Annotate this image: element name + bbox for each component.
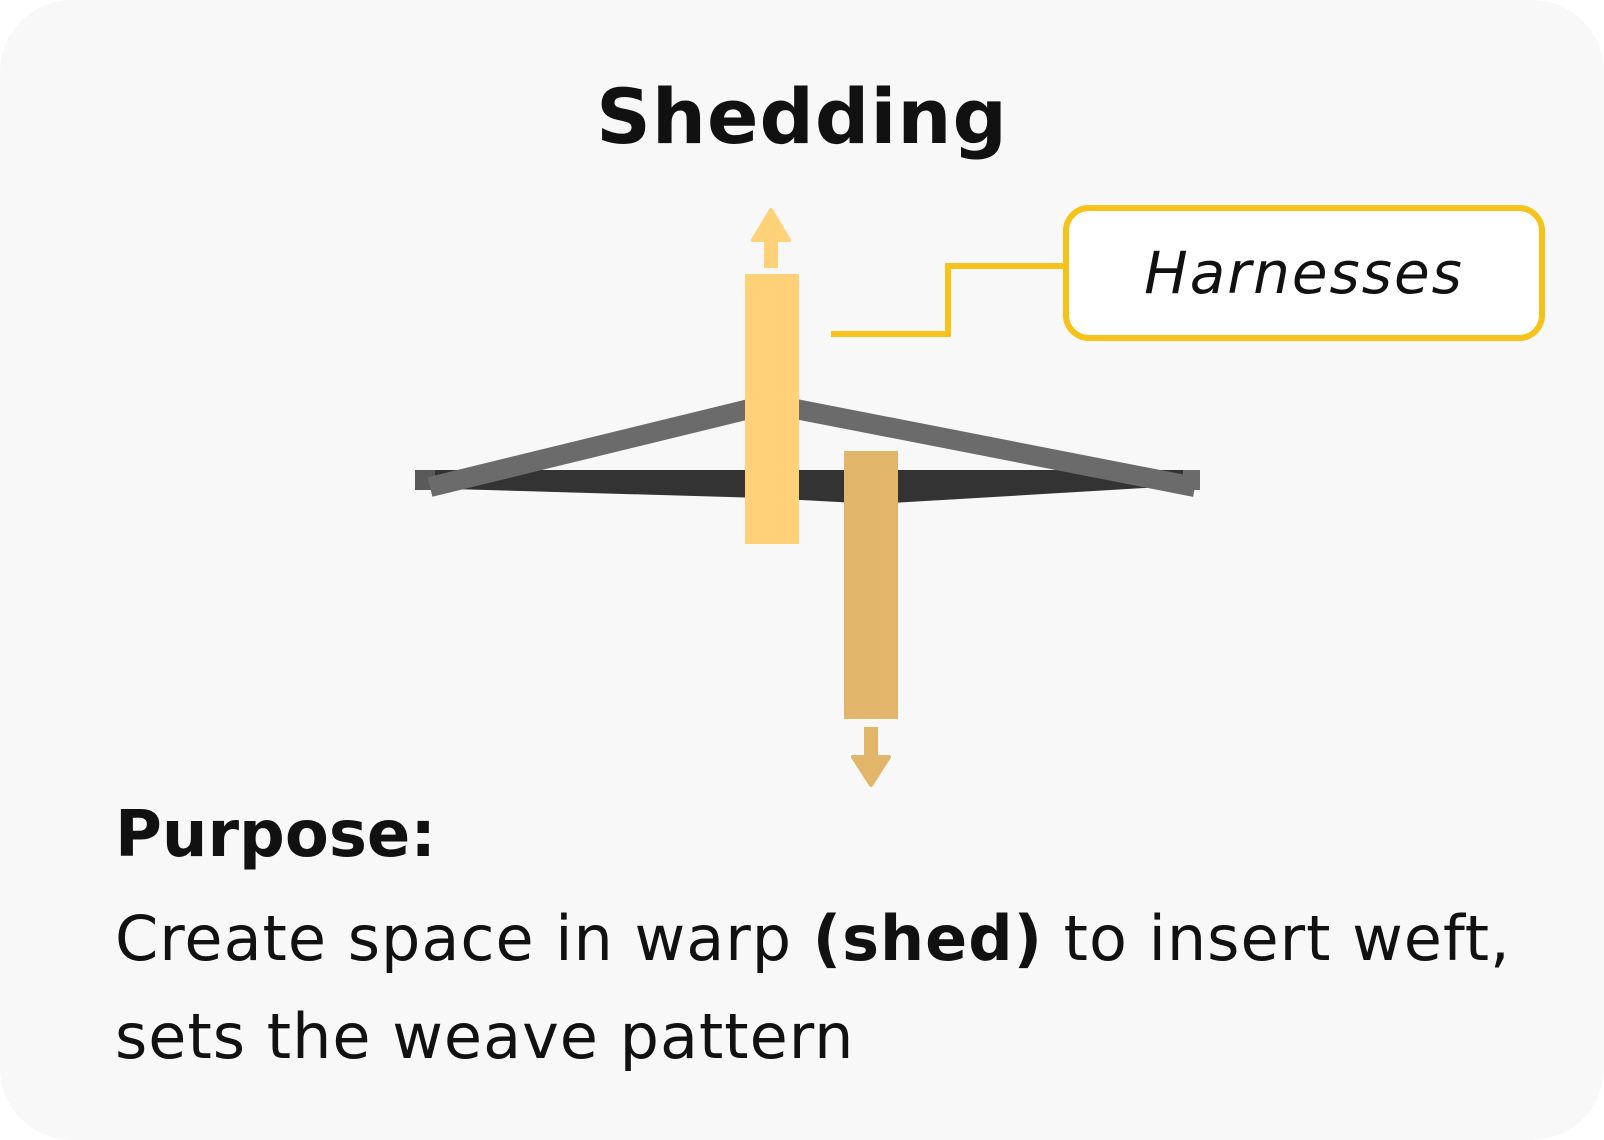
arrow-up-icon — [751, 208, 791, 268]
lowered-harness — [844, 451, 898, 719]
diagram-title: Shedding — [596, 72, 1008, 161]
purpose-heading: Purpose: — [115, 798, 436, 872]
harnesses-callout: Harnesses — [1063, 205, 1545, 341]
purpose-bold-term: shed — [842, 902, 1014, 975]
raised-harness — [745, 274, 799, 544]
purpose-open-paren: ( — [812, 902, 843, 975]
bottom-warp-line — [415, 470, 1195, 504]
purpose-close-paren: ) — [1013, 902, 1043, 975]
purpose-description: Create space in warp (shed) to insert we… — [115, 890, 1575, 1086]
purpose-text-after: to insert weft, sets the weave pattern — [115, 902, 1511, 1073]
callout-connector — [831, 263, 1066, 337]
arrow-down-icon — [851, 727, 891, 787]
harnesses-label: Harnesses — [1144, 239, 1464, 307]
purpose-text-before: Create space in warp — [115, 902, 813, 975]
